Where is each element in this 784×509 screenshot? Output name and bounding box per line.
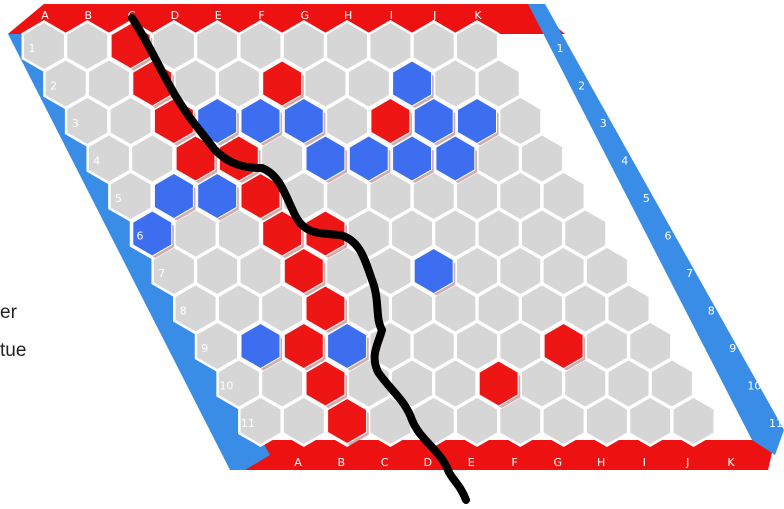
blue-stone [283, 97, 324, 145]
bottom-col-label-G: G [554, 456, 563, 469]
right-row-label-1: 1 [557, 42, 564, 55]
blue-stone [240, 97, 281, 145]
right-row-label-11: 11 [769, 417, 783, 430]
left-row-label-3: 3 [72, 117, 79, 130]
left-row-label-5: 5 [115, 192, 122, 205]
top-col-label-E: E [215, 9, 222, 22]
right-row-label-8: 8 [708, 305, 715, 318]
red-stone [283, 322, 324, 370]
top-col-label-A: A [41, 9, 49, 22]
blue-stone [305, 135, 346, 182]
blue-stone [457, 97, 497, 145]
red-stone [305, 285, 346, 332]
blue-stone [197, 97, 238, 145]
bottom-col-label-K: K [727, 456, 735, 469]
top-col-label-F: F [258, 9, 264, 22]
blue-stone [240, 322, 281, 370]
left-row-label-6: 6 [137, 230, 144, 243]
right-row-label-7: 7 [686, 267, 693, 280]
side-text-er: er [0, 302, 17, 323]
top-col-label-H: H [344, 9, 352, 22]
red-stone [283, 247, 324, 295]
bottom-col-label-H: H [597, 456, 605, 469]
red-stone [370, 97, 411, 145]
red-stone [478, 360, 519, 407]
bottom-col-label-I: I [643, 456, 646, 469]
blue-stone [392, 60, 432, 107]
bottom-col-label-A: A [294, 456, 302, 469]
top-col-label-B: B [85, 9, 93, 22]
blue-stone [132, 210, 173, 257]
left-row-label-9: 9 [201, 342, 208, 355]
left-row-label-11: 11 [241, 417, 255, 430]
side-text-tue: tue [0, 340, 27, 361]
top-col-label-J: J [432, 9, 436, 22]
blue-stone [197, 172, 238, 220]
top-col-label-G: G [301, 9, 310, 22]
bottom-col-label-J: J [685, 456, 689, 469]
board-stones [110, 22, 586, 446]
right-row-label-6: 6 [665, 230, 672, 243]
bottom-col-label-E: E [468, 456, 475, 469]
right-row-label-2: 2 [578, 80, 585, 93]
right-row-label-5: 5 [643, 192, 650, 205]
bottom-col-label-F: F [511, 456, 517, 469]
right-blue-edge [528, 4, 784, 455]
red-stone [262, 60, 303, 107]
right-row-label-4: 4 [621, 155, 628, 168]
hex-cell-B11[interactable] [281, 395, 327, 447]
blue-stone [327, 322, 368, 370]
left-row-label-7: 7 [158, 267, 165, 280]
hex-cell-H11[interactable] [541, 395, 587, 447]
right-row-label-3: 3 [600, 117, 607, 130]
red-stone [305, 360, 346, 407]
right-row-label-10: 10 [747, 380, 761, 393]
hex-cell-J11[interactable] [627, 395, 673, 447]
blue-stone [392, 135, 432, 182]
blue-stone [153, 172, 194, 220]
top-col-label-K: K [474, 9, 482, 22]
top-col-label-I: I [390, 9, 393, 22]
blue-stone [413, 247, 454, 295]
bottom-col-label-B: B [338, 456, 346, 469]
left-row-label-1: 1 [29, 42, 36, 55]
bottom-red-edge [230, 440, 775, 470]
bottom-col-label-D: D [424, 456, 432, 469]
right-row-label-9: 9 [729, 342, 736, 355]
left-row-label-10: 10 [219, 380, 233, 393]
blue-stone [435, 135, 476, 182]
hex-cell-F11[interactable] [454, 395, 500, 447]
hex-cell-I11[interactable] [584, 395, 630, 447]
red-stone [327, 397, 368, 445]
blue-stone [348, 135, 389, 182]
blue-stone [413, 97, 454, 145]
red-stone [543, 322, 584, 370]
left-row-label-2: 2 [50, 80, 57, 93]
winning-path [128, 14, 470, 504]
hex-cell-K11[interactable] [671, 395, 716, 447]
bottom-col-label-C: C [381, 456, 389, 469]
top-col-label-D: D [171, 9, 179, 22]
left-row-label-8: 8 [180, 305, 187, 318]
left-row-label-4: 4 [93, 155, 100, 168]
